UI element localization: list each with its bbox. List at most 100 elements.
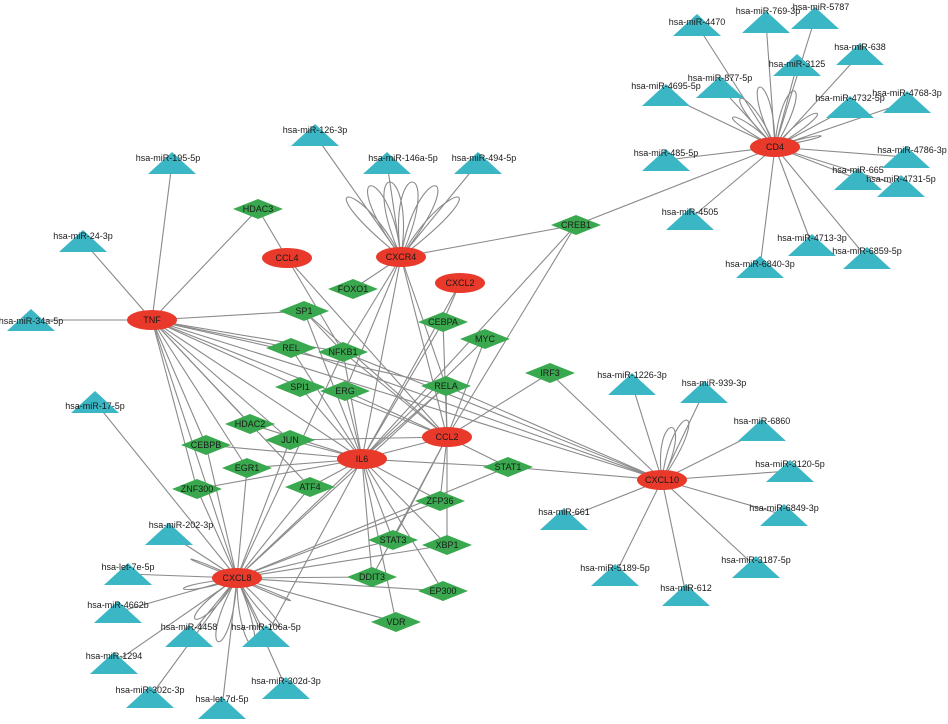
gene-ellipse (212, 568, 262, 588)
node-ep300[interactable]: EP300 (418, 581, 468, 601)
node-ddit3[interactable]: DDIT3 (347, 567, 397, 587)
node-m302d[interactable]: hsa-miR-302d-3p (251, 676, 321, 699)
node-m126[interactable]: hsa-miR-126-3p (283, 124, 348, 146)
node-m5787[interactable]: hsa-miR-5787 (791, 2, 849, 29)
tf-diamond (525, 363, 575, 383)
node-label: hsa-miR-34a-5p (0, 316, 63, 326)
node-ccl4[interactable]: CCL4 (262, 248, 312, 268)
node-cxcl8[interactable]: CXCL8 (212, 568, 262, 588)
node-irf3[interactable]: IRF3 (525, 363, 575, 383)
node-m661[interactable]: hsa-miR-661 (538, 507, 590, 530)
node-il6[interactable]: IL6 (337, 449, 387, 469)
node-m4768[interactable]: hsa-miR-4768-3p (872, 88, 942, 113)
node-stat1[interactable]: STAT1 (483, 457, 533, 477)
mirna-triangle (242, 625, 290, 647)
node-erg[interactable]: ERG (320, 381, 370, 401)
mirna-triangle (262, 677, 310, 699)
node-m3187[interactable]: hsa-miR-3187-5p (721, 555, 791, 578)
node-m6859[interactable]: hsa-miR-6859-5p (832, 246, 902, 269)
mirna-triangle (198, 697, 246, 719)
node-m4505[interactable]: hsa-miR-4505 (662, 207, 719, 230)
node-m4662b[interactable]: hsa-miR-4662b (87, 600, 149, 623)
node-m769[interactable]: hsa-miR-769-3p (736, 6, 801, 33)
node-tnf[interactable]: TNF (127, 310, 177, 330)
edge-ZNF300-CXCL8 (196, 488, 238, 579)
node-label: EGR1 (235, 463, 260, 473)
node-m4470[interactable]: hsa-miR-4470 (669, 14, 726, 36)
mirna-triangle (90, 652, 138, 674)
node-cxcr4[interactable]: CXCR4 (376, 247, 426, 267)
node-myc[interactable]: MYC (460, 329, 510, 349)
node-stat3[interactable]: STAT3 (368, 530, 418, 550)
node-m1226[interactable]: hsa-miR-1226-3p (597, 370, 667, 395)
node-m612[interactable]: hsa-miR-612 (660, 583, 712, 606)
node-rel[interactable]: REL (266, 338, 316, 358)
node-sp1[interactable]: SP1 (279, 301, 329, 321)
node-creb1[interactable]: CREB1 (551, 215, 601, 235)
node-cebpb[interactable]: CEBPB (181, 435, 231, 455)
edge-ERG-IL6 (344, 390, 363, 460)
node-cxcl2[interactable]: CXCL2 (435, 273, 485, 293)
node-m6849[interactable]: hsa-miR-6849-3p (749, 503, 819, 526)
node-rela[interactable]: RELA (421, 376, 471, 396)
node-egr1[interactable]: EGR1 (222, 458, 272, 478)
node-let7e[interactable]: hsa-let-7e-5p (101, 562, 155, 585)
node-m3125[interactable]: hsa-miR-3125 (769, 54, 826, 76)
edge-CCL4-NFKB1 (286, 257, 344, 353)
node-let7d[interactable]: hsa-let-7d-5p (195, 694, 249, 719)
node-label: CXCL8 (222, 573, 251, 583)
node-cd4[interactable]: CD4 (750, 137, 800, 157)
node-cebpa[interactable]: CEBPA (418, 312, 468, 332)
node-m4458[interactable]: hsa-miR-4458 (161, 622, 218, 647)
node-ccl2[interactable]: CCL2 (422, 427, 472, 447)
node-hdac3[interactable]: HDAC3 (233, 199, 283, 219)
node-m34a[interactable]: hsa-miR-34a-5p (0, 309, 63, 331)
node-m4695[interactable]: hsa-miR-4695-5p (631, 81, 701, 106)
node-m202[interactable]: hsa-miR-202-3p (145, 520, 213, 545)
node-m146a[interactable]: hsa-miR-146a-5p (363, 152, 438, 174)
node-m485[interactable]: hsa-miR-485-5p (634, 148, 699, 171)
node-label: CEBPA (428, 317, 458, 327)
node-atf4[interactable]: ATF4 (285, 477, 335, 497)
node-m3120[interactable]: hsa-miR-3120-5p (755, 459, 825, 482)
node-vdr[interactable]: VDR (371, 612, 421, 632)
node-m17[interactable]: hsa-miR-17-5p (65, 391, 125, 413)
node-m877[interactable]: hsa-miR-877-5p (688, 73, 753, 98)
node-label: hsa-miR-195-5p (136, 153, 201, 163)
mirna-triangle (826, 96, 874, 118)
node-m939[interactable]: hsa-miR-939-3p (680, 378, 746, 403)
node-m4732[interactable]: hsa-miR-4732-5p (815, 93, 885, 118)
edge-RELA-CXCL10 (445, 385, 663, 481)
node-m4731[interactable]: hsa-miR-4731-5p (866, 174, 936, 197)
edge-CD4-m6859 (774, 146, 868, 259)
edge-CREB1-CD4 (575, 146, 776, 226)
node-m24[interactable]: hsa-miR-24-3p (53, 230, 113, 252)
node-zfp36[interactable]: ZFP36 (415, 491, 465, 511)
node-m195[interactable]: hsa-miR-195-5p (136, 152, 201, 174)
node-m5189[interactable]: hsa-miR-5189-5p (580, 563, 650, 586)
node-nfkb1[interactable]: NFKB1 (318, 342, 368, 362)
node-jun[interactable]: JUN (265, 430, 315, 450)
node-m494[interactable]: hsa-miR-494-5p (452, 152, 517, 174)
node-m1294[interactable]: hsa-miR-1294 (86, 651, 143, 674)
mirna-triangle (291, 124, 339, 146)
node-m6840[interactable]: hsa-miR-6840-3p (725, 256, 795, 278)
node-m6860[interactable]: hsa-miR-6860 (734, 416, 791, 441)
node-znf300[interactable]: ZNF300 (172, 479, 222, 499)
node-xbp1[interactable]: XBP1 (422, 535, 472, 555)
node-spi1[interactable]: SPI1 (275, 377, 325, 397)
node-cxcl10[interactable]: CXCL10 (637, 470, 687, 490)
node-foxo1[interactable]: FOXO1 (328, 279, 378, 299)
node-m106a[interactable]: hsa-miR-106a-5p (231, 622, 301, 647)
node-m638[interactable]: hsa-miR-638 (834, 42, 886, 65)
node-m302c[interactable]: hsa-miR-302c-3p (115, 685, 185, 708)
edge-XBP1-CXCL8 (236, 544, 448, 579)
node-m665[interactable]: hsa-miR-665 (832, 165, 884, 190)
node-hdac2[interactable]: HDAC2 (225, 414, 275, 434)
mirna-triangle (843, 247, 891, 269)
node-m4713[interactable]: hsa-miR-4713-3p (777, 233, 847, 256)
node-m4786[interactable]: hsa-miR-4786-3p (877, 145, 947, 168)
loop-edge-cxcl8-5 (236, 577, 281, 628)
loop-edge-cd4-2 (756, 86, 776, 148)
gene-ellipse (435, 273, 485, 293)
